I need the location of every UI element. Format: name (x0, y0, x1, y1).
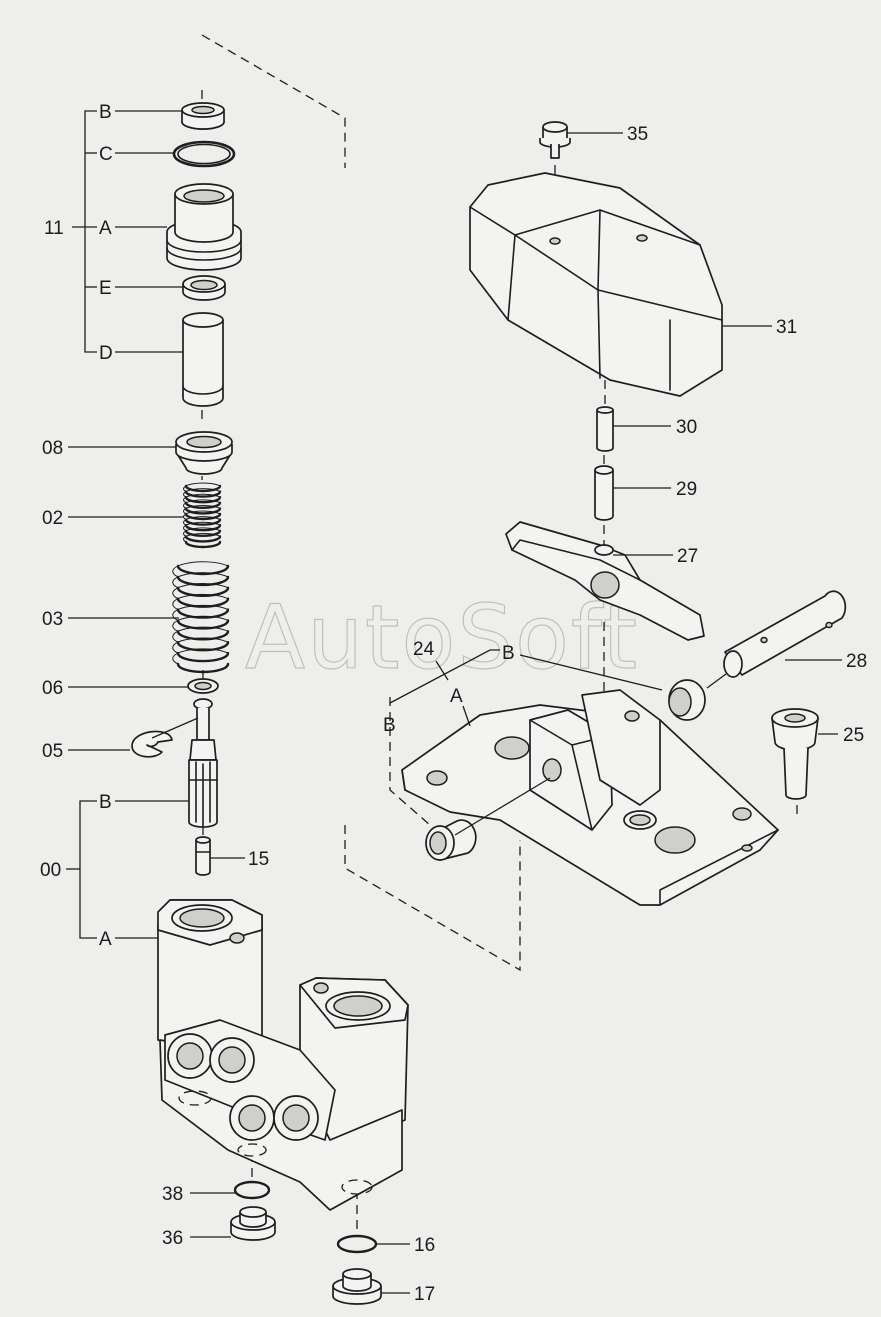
label-06: 06 (42, 678, 63, 699)
label-15: 15 (248, 849, 269, 870)
part-06-washer (187, 678, 219, 694)
part-17-plug (332, 1268, 382, 1305)
label-24-b-top: B (502, 643, 515, 664)
label-11-e: E (99, 278, 112, 299)
watermark: AutoSoft (245, 586, 639, 689)
label-35: 35 (627, 124, 648, 145)
label-36: 36 (162, 1228, 183, 1249)
part-11b-bushing (181, 102, 225, 130)
part-29-collar (594, 465, 614, 521)
label-05: 05 (42, 741, 63, 762)
label-29: 29 (676, 479, 697, 500)
label-11-c: C (99, 144, 113, 165)
part-labels: 11 B C A E D 08 02 03 06 05 00 B A 15 38… (40, 102, 867, 1305)
label-38: 38 (162, 1184, 183, 1205)
label-25: 25 (843, 725, 864, 746)
part-31-cover (469, 172, 723, 397)
label-27: 27 (677, 546, 698, 567)
part-03-outer-spring (172, 561, 230, 674)
part-11a-cap (166, 183, 242, 271)
part-36-plug (230, 1206, 276, 1241)
part-11d-sleeve (182, 312, 224, 407)
label-02: 02 (42, 508, 63, 529)
leader-lines (66, 110, 842, 1294)
label-11-d: D (99, 343, 113, 364)
part-00a-valve-body (157, 899, 409, 1211)
part-00b-spool (188, 698, 218, 828)
part-30-collar (596, 406, 614, 452)
part-11e-ring (182, 275, 226, 301)
label-11-a: A (99, 218, 112, 239)
part-27-lever (505, 521, 705, 641)
label-08: 08 (42, 438, 63, 459)
label-00: 00 (40, 860, 61, 881)
part-05-clip (131, 730, 173, 758)
part-16-o-ring (336, 1234, 378, 1254)
part-02-inner-spring (183, 482, 222, 549)
part-11c-o-ring (172, 140, 236, 168)
part-24-bracket (401, 679, 779, 906)
label-00-b: B (99, 792, 112, 813)
label-24-a: A (450, 686, 463, 707)
label-30: 30 (676, 417, 697, 438)
part-28-shaft (723, 590, 847, 678)
part-08-retainer (175, 431, 233, 475)
label-28: 28 (846, 651, 867, 672)
label-24-b-left: B (383, 715, 396, 736)
label-00-a: A (99, 929, 112, 950)
part-25-socket-bolt (771, 708, 819, 800)
part-35-bolt (539, 121, 571, 159)
label-16: 16 (414, 1235, 435, 1256)
label-03: 03 (42, 609, 63, 630)
label-24: 24 (413, 639, 435, 660)
label-11: 11 (44, 218, 64, 239)
part-15-pin (195, 836, 211, 876)
label-17: 17 (414, 1284, 435, 1305)
label-11-b: B (99, 102, 112, 123)
label-31: 31 (776, 317, 797, 338)
part-38-o-ring (233, 1180, 271, 1200)
